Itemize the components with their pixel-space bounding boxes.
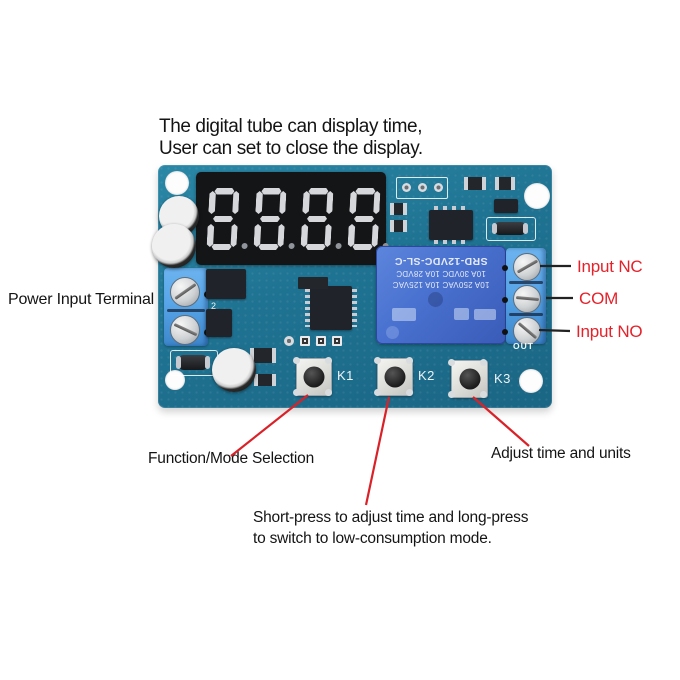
terminal-screw-no [513, 317, 541, 345]
terminal-screw [170, 277, 200, 307]
mounting-hole [524, 183, 550, 209]
terminal-screw-nc [513, 253, 541, 281]
solder-pad [434, 183, 443, 192]
terminal-divider [167, 309, 205, 312]
silkscreen-outline [396, 177, 448, 199]
power-input-terminal-block [164, 268, 208, 346]
short-press-note-line-1: Short-press to adjust time and long-pres… [253, 509, 529, 526]
relay-rivet [386, 326, 399, 339]
display-digit-1 [206, 188, 248, 250]
pointer-line-k2 [364, 396, 391, 506]
mounting-hole [165, 171, 189, 195]
button-pins [448, 359, 455, 366]
silkscreen-k2-label: K2 [418, 368, 435, 383]
smd-transistor [494, 199, 518, 213]
silkscreen-out-label: OUT [513, 341, 534, 351]
button-k1-cap [303, 366, 325, 388]
adjust-time-units-label: Adjust time and units [491, 445, 631, 462]
solder-pad [502, 265, 508, 271]
solder-pad [284, 336, 294, 346]
smd-resistor [390, 203, 407, 215]
silkscreen-outline [486, 217, 536, 241]
relay-rating-text: 10A 250VAC 10A 125VAC [392, 280, 490, 289]
silkscreen-k3-label: K3 [494, 371, 511, 386]
short-press-note-line-2: to switch to low-consumption mode. [253, 530, 492, 547]
smd-capacitor [332, 336, 342, 346]
smd-capacitor [316, 336, 326, 346]
relay-certification-mark [392, 308, 416, 321]
relay: SRD-12VDC-SL-C 10A 30VDC 10A 28VDC 10A 2… [376, 246, 506, 344]
terminal-divider [509, 313, 543, 316]
function-mode-selection-label: Function/Mode Selection [148, 450, 314, 467]
mounting-hole [519, 369, 543, 393]
smd-resistor [495, 177, 515, 190]
optocoupler-chip [429, 206, 473, 244]
smd-resistor [254, 374, 276, 386]
input-nc-label: Input NC [577, 257, 643, 276]
electrolytic-capacitor [152, 224, 196, 268]
smd-resistor [250, 348, 276, 363]
title-line-2: User can set to close the display. [159, 138, 423, 159]
seven-segment-display [196, 172, 389, 265]
display-digit-2 [253, 188, 295, 250]
title-line-1: The digital tube can display time, [159, 116, 423, 137]
pcb-board: SRD-12VDC-SL-C 10A 30VDC 10A 28VDC 10A 2… [152, 165, 552, 408]
terminal-divider [509, 281, 543, 284]
button-k2-cap [384, 366, 406, 388]
smd-capacitor [300, 336, 310, 346]
main-ic-chip [305, 286, 357, 330]
relay-certification-mark [474, 309, 496, 320]
display-digit-4 [347, 188, 389, 250]
button-k1 [293, 357, 332, 396]
input-no-label: Input NO [576, 322, 643, 341]
smd-resistor [464, 177, 486, 190]
through-hole-diode [176, 355, 210, 370]
terminal-screw [170, 315, 200, 345]
relay-rating-text: 10A 30VDC 10A 28VDC [396, 269, 486, 278]
button-k3-cap [459, 368, 480, 390]
relay-model-text: SRD-12VDC-SL-C [394, 255, 488, 267]
smd-resistor [390, 220, 407, 232]
relay-output-terminal-block [506, 248, 546, 345]
solder-pad [502, 329, 508, 335]
smd-diode [492, 222, 528, 235]
silkscreen-pin-label: 2 [211, 301, 217, 311]
relay-certification-mark [454, 308, 469, 320]
solder-pad [402, 183, 411, 192]
silkscreen-outline [170, 350, 218, 376]
power-input-terminal-label: Power Input Terminal [8, 291, 155, 308]
transistor [206, 309, 232, 337]
button-pins [293, 357, 300, 364]
voltage-regulator [206, 269, 246, 299]
silkscreen-k1-label: K1 [337, 368, 354, 383]
com-label: COM [579, 289, 619, 308]
terminal-screw-com [513, 285, 541, 313]
button-pins [374, 357, 381, 364]
button-k2 [374, 357, 413, 396]
display-digit-3 [300, 188, 342, 250]
smd-component [298, 277, 328, 289]
electrolytic-capacitor [212, 348, 256, 392]
relay-rivet [428, 292, 443, 307]
solder-pad [502, 297, 508, 303]
solder-pad [418, 183, 427, 192]
button-k3 [448, 359, 488, 398]
